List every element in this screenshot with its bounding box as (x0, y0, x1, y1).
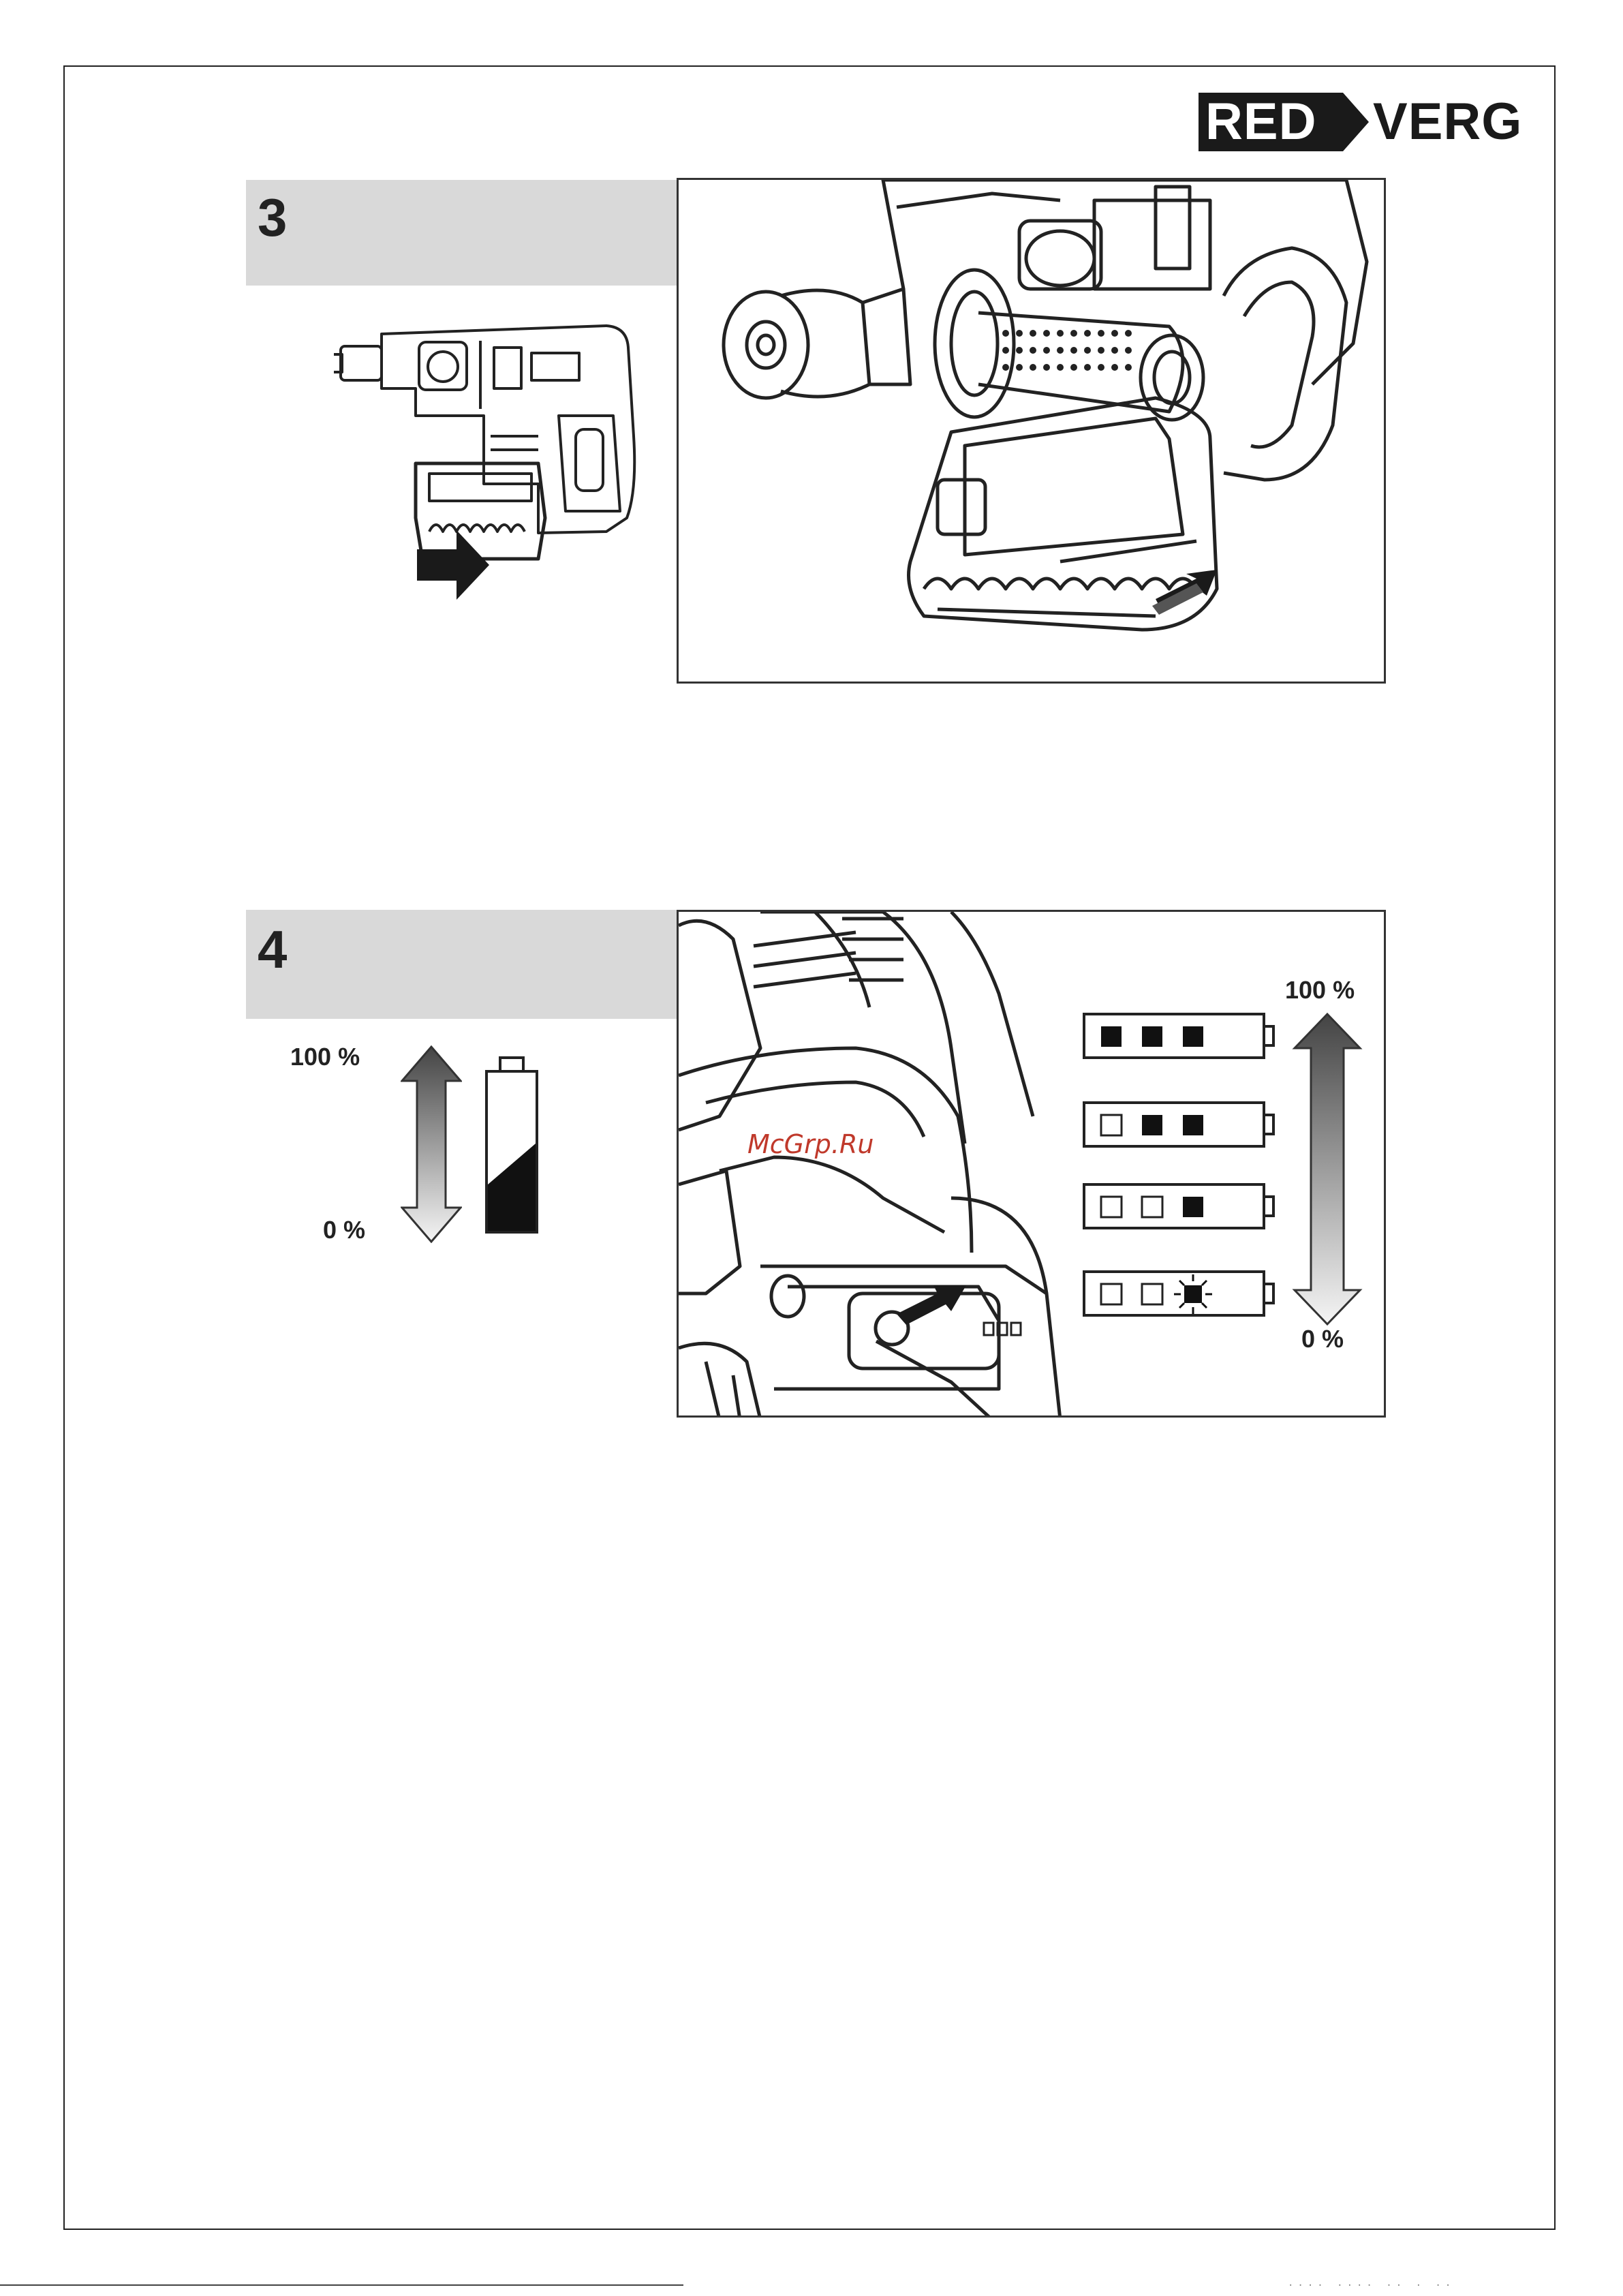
step-4-number: 4 (258, 923, 287, 976)
battery-legend-full-label: 100 % (290, 1043, 360, 1071)
footer-marks: ···· ···· ·· · ·· (1288, 2280, 1455, 2291)
indicator-row-33 (1084, 1184, 1273, 1228)
drill-battery-insert-illustration (679, 180, 1386, 684)
indicator-legend-full-label: 100 % (1285, 976, 1355, 1005)
logo-verg-part: VERG (1373, 93, 1522, 151)
indicator-row-low (1084, 1272, 1273, 1315)
battery-level-icon (482, 1055, 541, 1235)
drill-small-illustration (334, 313, 647, 600)
step-3-number: 3 (258, 191, 287, 244)
indicator-row-100 (1084, 1014, 1273, 1058)
logo-divider-icon (1343, 93, 1369, 151)
step-3-detail-panel (677, 178, 1386, 684)
step-3-header (246, 180, 678, 286)
indicator-legend-empty-label: 0 % (1301, 1325, 1344, 1353)
insert-arrow-icon (417, 530, 489, 600)
indicator-row-66 (1084, 1103, 1273, 1146)
watermark-text: McGrp.Ru (747, 1129, 874, 1159)
footer-rule (0, 2284, 683, 2286)
step-4-header (246, 910, 678, 1019)
logo-red-part: RED (1199, 93, 1343, 151)
battery-legend-empty-label: 0 % (323, 1216, 365, 1244)
brand-logo: RED VERG (1199, 93, 1498, 151)
battery-indicator-illustration (679, 912, 1386, 1418)
level-double-arrow-icon (401, 1045, 462, 1243)
step-4-detail-panel (677, 910, 1386, 1418)
